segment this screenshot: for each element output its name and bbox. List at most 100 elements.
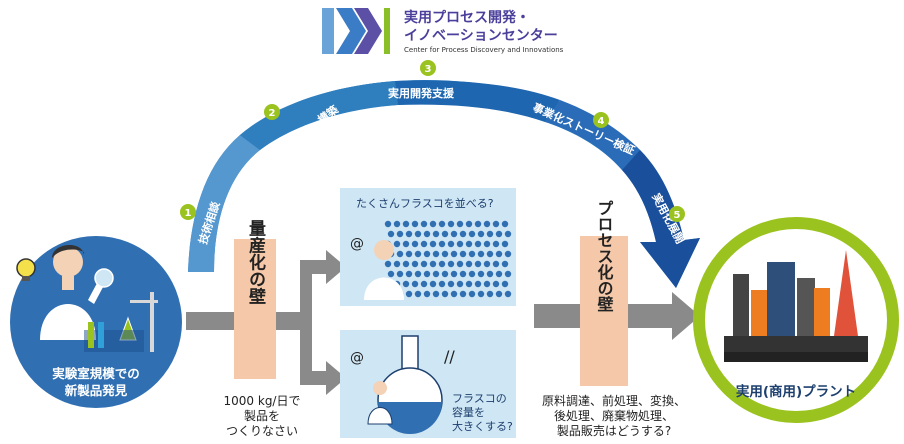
lab-caption-line1: 実験室規模での <box>52 366 140 381</box>
small-flask-icon <box>492 220 500 228</box>
small-flask-icon <box>450 250 458 258</box>
small-flask-icon <box>420 280 428 288</box>
small-flask-icon <box>504 230 512 238</box>
small-flask-icon <box>393 240 401 248</box>
small-flask-icon <box>402 220 410 228</box>
small-flask-icon <box>474 260 482 268</box>
logo: 実用プロセス開発・ イノベーションセンター Center for Process… <box>322 8 564 54</box>
small-flask-icon <box>432 230 440 238</box>
small-flask-icon <box>495 230 503 238</box>
small-flask-icon <box>474 240 482 248</box>
logo-mark <box>322 8 390 54</box>
small-flask-icon <box>423 250 431 258</box>
small-flask-icon <box>477 230 485 238</box>
small-flask-icon <box>402 260 410 268</box>
small-flask-icon <box>468 250 476 258</box>
small-flask-icon <box>501 280 509 288</box>
small-flask-icon <box>414 230 422 238</box>
step-3-label: 実用開発支援 <box>388 86 455 100</box>
worried-scientist-icon: @ <box>350 236 404 300</box>
small-flask-icon <box>447 260 455 268</box>
small-flask-icon <box>456 220 464 228</box>
small-flask-icon <box>411 260 419 268</box>
small-flask-icon <box>447 220 455 228</box>
small-flask-icon <box>456 260 464 268</box>
svg-text://: // <box>444 347 455 366</box>
small-flask-icon <box>414 270 422 278</box>
small-flask-icon <box>465 260 473 268</box>
small-flask-icon <box>483 240 491 248</box>
wall-2-title: プロセス化の壁 <box>595 199 614 312</box>
small-flask-icon <box>420 220 428 228</box>
small-flask-icon <box>423 290 431 298</box>
logo-title-line2: イノベーションセンター <box>404 28 558 44</box>
step-4-badge: 4 <box>593 112 609 128</box>
small-flask-icon <box>384 260 392 268</box>
panel-bottom-caption-line2: 容量を <box>452 405 485 419</box>
small-flask-icon <box>504 250 512 258</box>
small-flask-icon <box>492 240 500 248</box>
wall-2-note-line3: 製品販売はどうする? <box>557 423 671 438</box>
small-flask-icon <box>450 290 458 298</box>
wall-2-note-line2: 後処理、廃棄物処理、 <box>554 408 674 423</box>
small-flask-icon <box>477 270 485 278</box>
small-flask-icon <box>414 290 422 298</box>
small-flask-icon <box>387 230 395 238</box>
plant-caption: 実用(商用)プラント <box>736 383 856 400</box>
small-flask-icon <box>405 250 413 258</box>
panel-many-flasks: たくさんフラスコを並べる? @ <box>340 188 516 306</box>
small-flask-icon <box>465 280 473 288</box>
small-flask-icon <box>492 280 500 288</box>
small-flask-icon <box>393 220 401 228</box>
arc-segment-3 <box>395 80 560 122</box>
small-flask-icon <box>420 260 428 268</box>
small-flask-icon <box>468 290 476 298</box>
small-flask-icon <box>411 220 419 228</box>
small-flask-icon <box>432 270 440 278</box>
svg-text:1: 1 <box>185 208 192 219</box>
small-flask-icon <box>450 230 458 238</box>
small-flask-icon <box>495 290 503 298</box>
arc-segment-4 <box>545 100 640 170</box>
small-flask-icon <box>477 250 485 258</box>
plant-circle: 実用(商用)プラント <box>693 217 899 423</box>
small-flask-icon <box>393 260 401 268</box>
small-flask-icon <box>456 280 464 288</box>
small-flask-icon <box>441 230 449 238</box>
panel-bottom-caption-line1: フラスコの <box>452 392 507 405</box>
logo-title-line1: 実用プロセス開発・ <box>404 9 530 26</box>
small-flask-icon <box>447 240 455 248</box>
small-flask-icon <box>468 230 476 238</box>
small-flask-icon <box>429 220 437 228</box>
small-flask-icon <box>411 280 419 288</box>
wall-1: 量産化の壁 1000 kg/日で 製品を つくりなさい <box>224 218 301 438</box>
small-flask-icon <box>465 240 473 248</box>
small-flask-icon <box>504 270 512 278</box>
small-flask-icon <box>438 280 446 288</box>
wall-2: プロセス化の壁 原料調達、前処理、変換、 後処理、廃棄物処理、 製品販売はどうす… <box>542 199 686 438</box>
small-flask-icon <box>423 230 431 238</box>
small-flask-icon <box>402 280 410 288</box>
small-flask-icon <box>432 290 440 298</box>
small-flask-icon <box>420 240 428 248</box>
small-flask-icon <box>441 250 449 258</box>
small-flask-icon <box>429 260 437 268</box>
wall-1-note-line3: つくりなさい <box>226 424 298 438</box>
lab-caption-line2: 新製品発見 <box>65 383 128 398</box>
small-flask-icon <box>405 290 413 298</box>
lab-equipment-icon <box>84 268 158 352</box>
svg-text:4: 4 <box>598 116 605 127</box>
small-flask-icon <box>483 280 491 288</box>
panel-bottom-caption-line3: 大きくする? <box>452 419 513 433</box>
step-2-badge: 2 <box>264 104 280 120</box>
panel-big-flask: @ // フラスコの 容量を 大きくする? <box>340 330 516 438</box>
small-flask-icon <box>459 230 467 238</box>
small-flask-icon <box>483 220 491 228</box>
svg-text:@: @ <box>350 350 364 366</box>
step-1-badge: 1 <box>180 204 196 220</box>
small-flask-icon <box>396 250 404 258</box>
arc-segment-1 <box>188 135 260 272</box>
small-flask-icon <box>405 270 413 278</box>
small-flask-icon <box>429 280 437 288</box>
wall-1-note-line1: 1000 kg/日で <box>224 394 301 408</box>
